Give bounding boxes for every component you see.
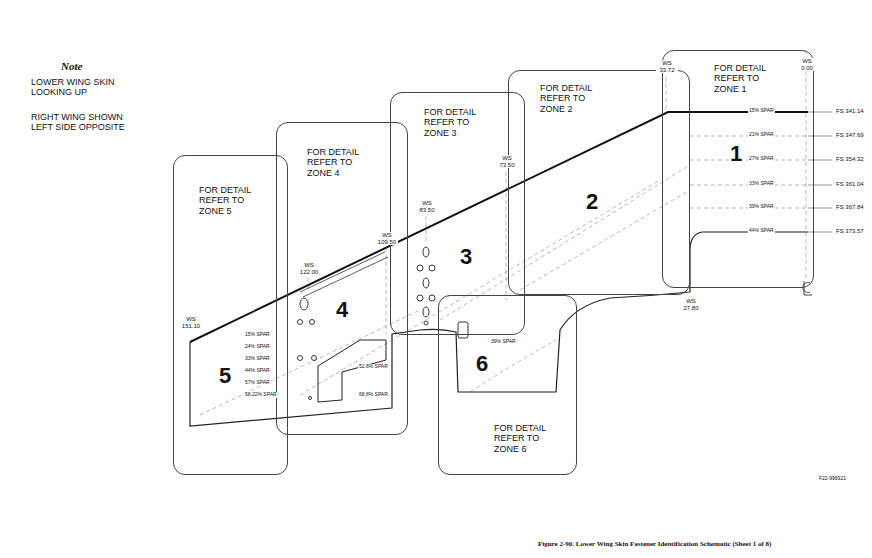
- leading-edge: [190, 112, 808, 342]
- spar-label: 15% SPAR: [244, 332, 271, 338]
- centerline: [806, 50, 807, 278]
- zone-heading: FOR DETAIL REFER TO ZONE 4: [306, 147, 366, 178]
- wing-station-label: WS 73.50: [496, 155, 518, 168]
- zone-number: 1: [729, 143, 743, 165]
- structure-line: [470, 340, 556, 392]
- zone-boundary: FOR DETAIL REFER TO ZONE 3 3: [390, 92, 525, 335]
- spar-label: 44% SPAR: [244, 368, 271, 374]
- spar-label: 68.8% SPAR: [358, 392, 389, 398]
- fuselage-station-label: FS 373.57: [835, 228, 865, 235]
- spar-label: 15% SPAR: [748, 108, 775, 114]
- access-hole: [424, 321, 428, 325]
- zone-number: 5: [218, 365, 232, 387]
- spar-label: 21% SPAR: [748, 132, 775, 138]
- zone-boundary: FOR DETAIL REFER TO ZONE 1 1: [662, 50, 814, 288]
- note-heading: Note: [60, 60, 83, 72]
- zone-boundary: FOR DETAIL REFER TO ZONE 2 2: [508, 70, 690, 295]
- skin-outline: [190, 232, 808, 426]
- spar-line: [690, 136, 808, 137]
- access-hole: [429, 265, 435, 271]
- note-text: RIGHT WING SHOWN LEFT SIDE OPPOSITE: [30, 112, 132, 132]
- access-hole: [423, 247, 429, 257]
- access-hole: [310, 320, 315, 325]
- structure-line: [300, 180, 660, 395]
- wing-station-label: WS 122.00: [298, 262, 320, 275]
- leader-line: [808, 160, 832, 161]
- leader-line: [808, 232, 832, 233]
- access-hole: [417, 295, 423, 301]
- zone-number: 3: [459, 246, 473, 268]
- spar-label: 58.22% SPAR: [244, 392, 278, 398]
- spar-line: [690, 185, 808, 186]
- leader-line: [808, 208, 832, 209]
- zone-heading: FOR DETAIL REFER TO ZONE 2: [539, 83, 599, 114]
- fuselage-station-label: FS 347.69: [835, 132, 865, 139]
- spar-line: [690, 160, 808, 161]
- centerline-symbol: [804, 281, 812, 295]
- access-hole: [423, 307, 429, 317]
- wing-station-label: WS 27.80: [680, 298, 702, 311]
- figure-caption: Figure 2-90. Lower Wing Skin Fastener Id…: [538, 540, 771, 548]
- zone-number: 2: [585, 191, 599, 213]
- structure-line: [440, 165, 690, 320]
- station-line: [308, 278, 309, 288]
- access-hole: [300, 298, 308, 310]
- spar-label: 44% SPAR: [748, 228, 775, 234]
- wing-station-label: WS 83.50: [416, 200, 438, 213]
- zone-heading: FOR DETAIL REFER TO ZONE 1: [713, 63, 773, 94]
- spar-label: 33% SPAR: [748, 181, 775, 187]
- access-hole: [423, 278, 429, 288]
- wing-station-label: WS 151.10: [180, 316, 202, 329]
- access-hole: [417, 265, 423, 271]
- zone-number: 6: [475, 353, 489, 375]
- zone-boundary: FOR DETAIL REFER TO ZONE 6 6: [438, 295, 577, 475]
- wing-station-label: WS 0.00: [796, 58, 818, 71]
- zone-heading: FOR DETAIL REFER TO ZONE 5: [198, 185, 258, 216]
- fuselage-station-label: FS 361.04: [835, 181, 865, 188]
- spar-label: 33% SPAR: [244, 356, 271, 362]
- spar-label: 24% SPAR: [244, 344, 271, 350]
- structure-line: [200, 310, 420, 415]
- note-text: LOWER WING SKIN LOOKING UP: [30, 77, 132, 97]
- access-hole: [298, 320, 303, 325]
- access-hole: [298, 356, 303, 361]
- fuselage-station-label: FS 341.14: [835, 108, 865, 115]
- zone-heading: FOR DETAIL REFER TO ZONE 6: [493, 423, 553, 454]
- spar-label: 39% SPAR: [748, 204, 775, 210]
- flap-rail: [303, 257, 388, 297]
- wing-station-label: WS 109.50: [376, 232, 398, 245]
- access-panel: [458, 322, 468, 338]
- spar-label: 57% SPAR: [244, 380, 271, 386]
- leader-line: [808, 112, 832, 113]
- zone-boundary: FOR DETAIL REFER TO ZONE 5 5: [173, 155, 288, 475]
- fuselage-station-label: FS 367.84: [835, 204, 865, 211]
- station-line: [666, 77, 667, 110]
- spar-label: 27% SPAR: [748, 156, 775, 162]
- access-hole: [429, 295, 435, 301]
- spar-label: 39% SPAR: [490, 339, 517, 345]
- station-line: [426, 216, 427, 244]
- wing-station-label: WS 33.72: [656, 60, 678, 73]
- zone-heading: FOR DETAIL REFER TO ZONE 3: [423, 107, 483, 138]
- zone-boundary: FOR DETAIL REFER TO ZONE 4 4: [276, 122, 408, 435]
- flap-rail: [300, 252, 385, 292]
- leader-line: [808, 136, 832, 137]
- station-line: [386, 248, 387, 334]
- fuselage-station-label: FS 354.32: [835, 156, 865, 163]
- leader-line: [808, 185, 832, 186]
- access-hole: [309, 397, 312, 400]
- access-hole: [312, 356, 317, 361]
- structure-line: [520, 190, 690, 290]
- drawing-id: F22-996921: [818, 476, 847, 482]
- spar-label: 52.8% SPAR: [358, 364, 389, 370]
- access-cutout: [318, 340, 386, 402]
- spar-line: [690, 208, 808, 209]
- zone-number: 4: [335, 299, 349, 321]
